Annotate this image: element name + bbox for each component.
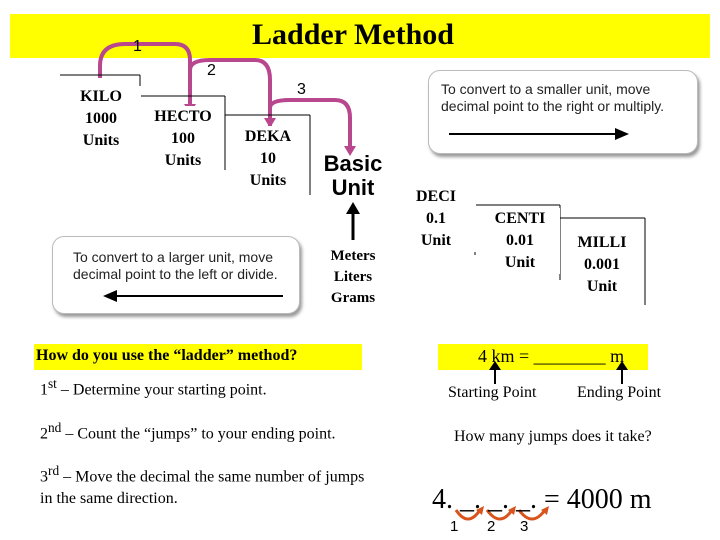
answer-start: 4. bbox=[432, 484, 453, 515]
answer-arrowhead-3 bbox=[541, 506, 549, 515]
end-point-arrowhead bbox=[616, 361, 628, 370]
title-bar bbox=[10, 14, 710, 58]
instruction-2-text: – Count the “jumps” to your ending point… bbox=[61, 425, 336, 443]
example-meters: Meters bbox=[330, 248, 376, 264]
step-basic-line1: Basic bbox=[323, 151, 383, 176]
instruction-3-ord: 3 bbox=[40, 468, 48, 486]
step-deci-name: DECI bbox=[415, 188, 456, 205]
answer-arc-3 bbox=[517, 509, 547, 521]
step-centi: CENTI 0.01 Unit bbox=[480, 208, 560, 274]
step-deka-value: 10 bbox=[260, 150, 276, 167]
jump-arc-2 bbox=[188, 58, 272, 122]
step-centi-name: CENTI bbox=[494, 210, 546, 227]
instruction-2: 2nd – Count the “jumps” to your ending p… bbox=[40, 420, 336, 443]
left-arrow-icon bbox=[103, 290, 283, 302]
jump-arrowhead-3 bbox=[344, 146, 356, 156]
answer-arrowhead-1 bbox=[476, 506, 484, 515]
jumps-question: How many jumps does it take? bbox=[454, 428, 652, 445]
note-larger-unit: To convert to a larger unit, move decima… bbox=[52, 236, 300, 314]
question-text: How do you use the “ladder” method? bbox=[36, 347, 298, 364]
note-smaller-line1: To convert to a smaller unit, move bbox=[441, 81, 651, 97]
jump-number-1: 1 bbox=[133, 38, 142, 55]
example-problem: 4 km = ________ m bbox=[478, 346, 625, 366]
answer-end: = 4000 m bbox=[544, 484, 652, 515]
step-hecto-value: 100 bbox=[171, 130, 195, 147]
basic-unit-examples: Meters Liters Grams bbox=[322, 246, 384, 309]
step-deci-value: 0.1 bbox=[426, 210, 446, 227]
question-highlight bbox=[34, 344, 362, 370]
step-deci: DECI 0.1 Unit bbox=[396, 186, 476, 252]
step-deka: DEKA 10 Units bbox=[228, 126, 308, 192]
step-kilo-value: 1000 bbox=[85, 110, 117, 127]
note-larger-line2: decimal point to the left or divide. bbox=[73, 266, 278, 282]
instruction-3-sup: rd bbox=[48, 463, 60, 478]
answer-jump-1: 1 bbox=[450, 518, 459, 535]
step-deka-unit: Units bbox=[249, 172, 287, 189]
basic-unit-up-arrowhead bbox=[346, 202, 360, 214]
note-smaller-line2: decimal point to the right or multiply. bbox=[441, 98, 665, 114]
instruction-1-text: – Determine your starting point. bbox=[56, 381, 267, 399]
step-hecto-unit: Units bbox=[164, 152, 202, 169]
step-hecto-name: HECTO bbox=[154, 108, 212, 125]
step-deci-unit: Unit bbox=[420, 232, 452, 249]
problem-highlight bbox=[438, 344, 648, 370]
example-grams: Grams bbox=[330, 290, 376, 306]
answer-blanks: _. _. _. bbox=[460, 484, 537, 515]
step-centi-unit: Unit bbox=[504, 254, 536, 271]
instruction-3: 3rd – Move the decimal the same number o… bbox=[40, 460, 370, 510]
answer-jump-2: 2 bbox=[487, 518, 496, 535]
answer-arc-2 bbox=[485, 509, 514, 521]
example-liters: Liters bbox=[333, 269, 373, 285]
note-smaller-unit: To convert to a smaller unit, move decim… bbox=[428, 70, 698, 154]
note-larger-line1: To convert to a larger unit, move bbox=[73, 249, 273, 265]
instruction-3-text: – Move the decimal the same number of ju… bbox=[40, 468, 365, 508]
step-deka-name: DEKA bbox=[244, 128, 292, 145]
step-milli: MILLI 0.001 Unit bbox=[562, 232, 642, 298]
jump-arc-3 bbox=[268, 98, 352, 150]
instruction-2-ord: 2 bbox=[40, 425, 48, 443]
instruction-1-ord: 1 bbox=[40, 381, 48, 399]
jump-number-2: 2 bbox=[207, 62, 216, 79]
example-answer: 4. _. _. _. = 4000 m bbox=[432, 484, 652, 516]
answer-arrowhead-2 bbox=[508, 506, 516, 515]
instruction-1-sup: st bbox=[48, 376, 57, 391]
step-milli-unit: Unit bbox=[586, 278, 618, 295]
step-kilo-name: KILO bbox=[80, 88, 122, 105]
page-title: Ladder Method bbox=[252, 18, 454, 51]
instruction-2-sup: nd bbox=[48, 420, 62, 435]
instruction-1: 1st – Determine your starting point. bbox=[40, 376, 267, 399]
step-kilo-unit: Units bbox=[82, 132, 120, 149]
step-basic-line2: Unit bbox=[331, 175, 375, 200]
step-basic-unit: Basic Unit bbox=[316, 152, 390, 200]
start-point-label: Starting Point bbox=[448, 384, 537, 401]
step-milli-value: 0.001 bbox=[584, 256, 620, 273]
right-arrow-icon bbox=[449, 128, 629, 140]
answer-jump-3: 3 bbox=[520, 518, 529, 535]
answer-arc-1 bbox=[454, 509, 482, 521]
jump-number-3: 3 bbox=[297, 81, 306, 98]
step-hecto: HECTO 100 Units bbox=[143, 106, 223, 172]
step-kilo: KILO 1000 Units bbox=[61, 86, 141, 152]
step-milli-name: MILLI bbox=[577, 234, 627, 251]
step-centi-value: 0.01 bbox=[506, 232, 534, 249]
start-point-arrowhead bbox=[489, 361, 501, 370]
jump-arc-1 bbox=[98, 42, 192, 108]
end-point-label: Ending Point bbox=[577, 384, 662, 401]
